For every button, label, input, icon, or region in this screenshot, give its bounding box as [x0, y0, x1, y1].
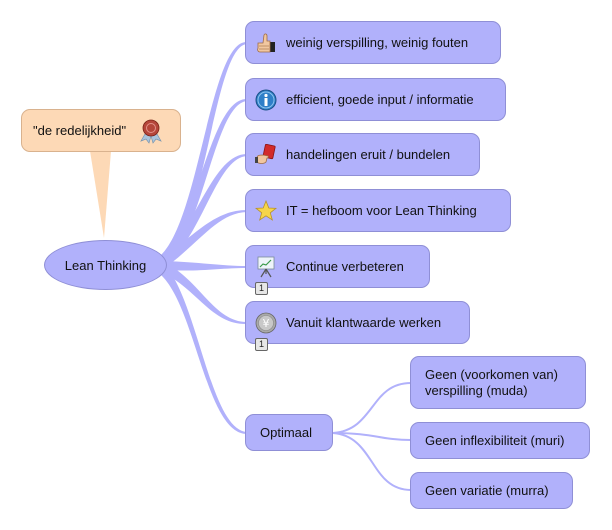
branch-4	[161, 210, 247, 268]
node-label: efficient, goede input / informatie	[286, 91, 474, 107]
node-geen-variatie[interactable]: Geen variatie (murra)	[410, 472, 573, 509]
branch-1	[160, 41, 247, 266]
main-branches	[160, 41, 247, 434]
node-optimaal[interactable]: Optimaal	[245, 414, 333, 451]
yen-coin-icon: ¥	[255, 312, 277, 334]
note-badge[interactable]: 1	[255, 282, 268, 295]
sub-branches	[332, 382, 412, 491]
node-label: weinig verspilling, weinig fouten	[286, 34, 469, 50]
node-efficient[interactable]: efficient, goede input / informatie	[245, 78, 506, 121]
root-node[interactable]: Lean Thinking	[44, 240, 167, 290]
node-handelingen[interactable]: handelingen eruit / bundelen	[245, 133, 480, 176]
presentation-chart-icon	[255, 256, 277, 278]
thumbs-up-icon	[255, 32, 277, 54]
node-label: Optimaal	[260, 424, 313, 440]
sub-branch-2	[332, 432, 412, 441]
node-klantwaarde[interactable]: ¥ Vanuit klantwaarde werken	[245, 301, 470, 344]
node-weinig-verspilling[interactable]: weinig verspilling, weinig fouten	[245, 21, 501, 64]
branch-6	[162, 262, 247, 325]
award-ribbon-icon	[140, 118, 162, 144]
node-label: IT = hefboom voor Lean Thinking	[286, 202, 477, 218]
red-card-icon	[255, 143, 277, 166]
callout-node[interactable]: "de redelijkheid"	[21, 109, 181, 152]
node-label-line-2: verspilling (muda)	[425, 382, 528, 398]
node-label: Geen variatie (murra)	[425, 482, 549, 498]
node-label: Vanuit klantwaarde werken	[286, 314, 442, 330]
root-label: Lean Thinking	[64, 257, 147, 273]
node-geen-inflexibiliteit[interactable]: Geen inflexibiliteit (muri)	[410, 422, 590, 459]
node-label: Continue verbeteren	[286, 258, 404, 274]
branch-7	[160, 264, 247, 434]
callout-tail	[90, 151, 111, 238]
branch-5	[163, 261, 247, 271]
svg-text:¥: ¥	[263, 317, 270, 330]
branch-2	[160, 98, 247, 267]
node-geen-verspilling[interactable]: Geen (voorkomen van) verspilling (muda)	[410, 356, 586, 409]
node-label-line-1: Geen (voorkomen van)	[425, 366, 558, 382]
node-it-hefboom[interactable]: IT = hefboom voor Lean Thinking	[245, 189, 511, 232]
sub-branch-1	[332, 382, 412, 434]
note-badge[interactable]: 1	[255, 338, 268, 351]
branch-3	[160, 154, 247, 267]
sub-branch-3	[332, 432, 412, 491]
callout-label: "de redelijkheid"	[33, 123, 127, 138]
node-label: handelingen eruit / bundelen	[286, 146, 451, 162]
info-icon	[255, 89, 277, 111]
node-continue-verbeteren[interactable]: Continue verbeteren	[245, 245, 430, 288]
star-icon	[255, 199, 277, 222]
node-label: Geen inflexibiliteit (muri)	[425, 432, 565, 448]
